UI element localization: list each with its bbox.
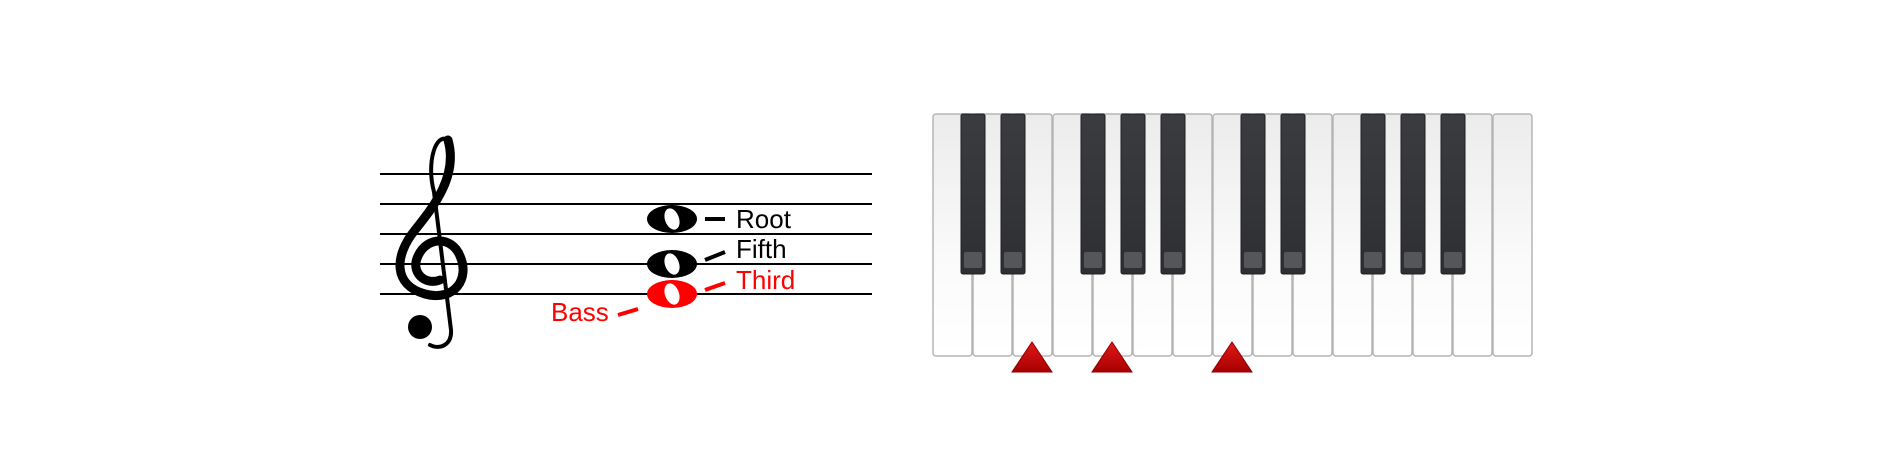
black-key-3 (1080, 113, 1106, 275)
black-key-7 (1280, 113, 1306, 275)
staff: Root Fifth Third Bass (380, 135, 872, 349)
label-third: Third (736, 265, 795, 295)
black-key-1 (960, 113, 986, 275)
label-root: Root (736, 204, 792, 234)
pressed-key-markers (1011, 341, 1253, 373)
black-key-8 (1360, 113, 1386, 275)
staff-lines (380, 173, 872, 295)
black-key-4 (1120, 113, 1146, 275)
bass-leader (617, 307, 639, 317)
note-root (647, 205, 697, 233)
fifth-leader (704, 250, 726, 262)
piano-keyboard (932, 113, 1533, 373)
label-fifth: Fifth (736, 234, 787, 264)
black-key-10 (1440, 113, 1466, 275)
note-fifth (647, 250, 697, 278)
treble-clef-icon (395, 135, 468, 349)
black-key-9 (1400, 113, 1426, 275)
label-bass: Bass (551, 297, 609, 327)
note-bass-third (647, 280, 697, 308)
third-leader (704, 281, 726, 292)
black-key-2 (1000, 113, 1026, 275)
triangle-marker-icon (1091, 341, 1133, 373)
black-key-6 (1240, 113, 1266, 275)
triangle-marker-icon (1011, 341, 1053, 373)
triangle-marker-icon (1211, 341, 1253, 373)
black-keys (960, 113, 1466, 275)
black-key-5 (1160, 113, 1186, 275)
white-key-15 (1492, 113, 1533, 357)
